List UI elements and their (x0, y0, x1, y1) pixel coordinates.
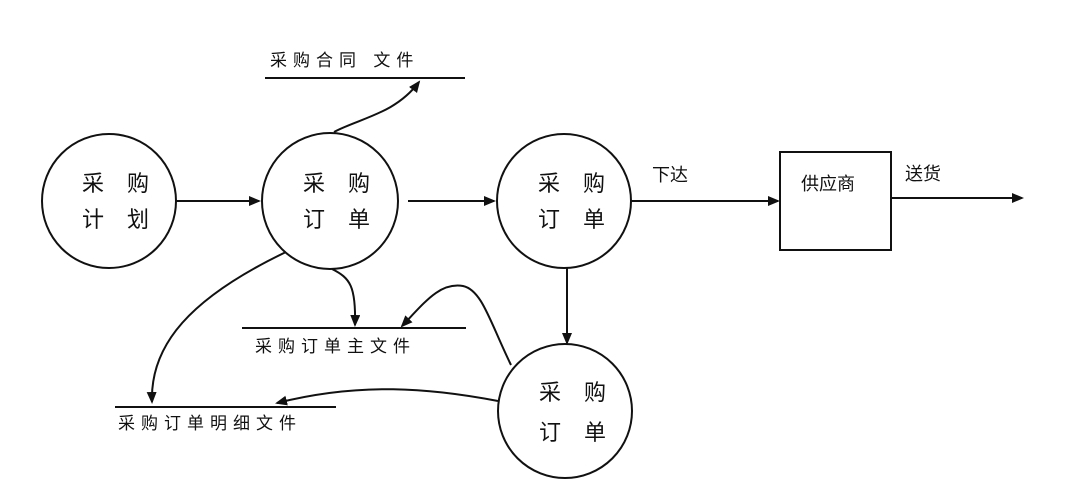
flow-order1-to-contract (333, 80, 421, 133)
process-order3-line2: 订 单 (539, 421, 614, 446)
store-order-master-label: 采购订单主文件 (255, 337, 416, 357)
process-plan-line1: 采 购 (82, 172, 157, 197)
flow-order1-to-master (331, 268, 361, 327)
flow-order3-to-detail (275, 388, 499, 406)
process-order2-line1: 采 购 (538, 172, 613, 197)
flow-deliver-label: 送货 (905, 164, 941, 185)
process-plan-line2: 计 划 (82, 208, 157, 233)
store-order-master: 采购订单主文件 (242, 327, 466, 357)
process-order3-line1: 采 购 (539, 381, 614, 406)
store-order-detail-label: 采购订单明细文件 (118, 414, 302, 434)
process-plan: 采 购 计 划 (41, 133, 177, 269)
flow-issue-label: 下达 (652, 165, 688, 186)
store-contract: 采购合同 文件 (265, 51, 465, 79)
process-order1-line1: 采 购 (303, 172, 378, 197)
process-order1-line2: 订 单 (303, 208, 378, 233)
process-order2-line2: 订 单 (538, 208, 613, 233)
entity-supplier-label: 供应商 (801, 174, 855, 195)
process-order1: 采 购 订 单 (261, 132, 399, 270)
store-contract-label: 采购合同 文件 (270, 51, 419, 71)
process-order3: 采 购 订 单 (497, 343, 633, 479)
flow-order3-to-master (400, 284, 512, 366)
process-order2: 采 购 订 单 (496, 133, 632, 269)
store-order-detail: 采购订单明细文件 (115, 406, 336, 434)
entity-supplier: 供应商 (779, 151, 892, 251)
flow-order1-to-detail (146, 251, 287, 404)
